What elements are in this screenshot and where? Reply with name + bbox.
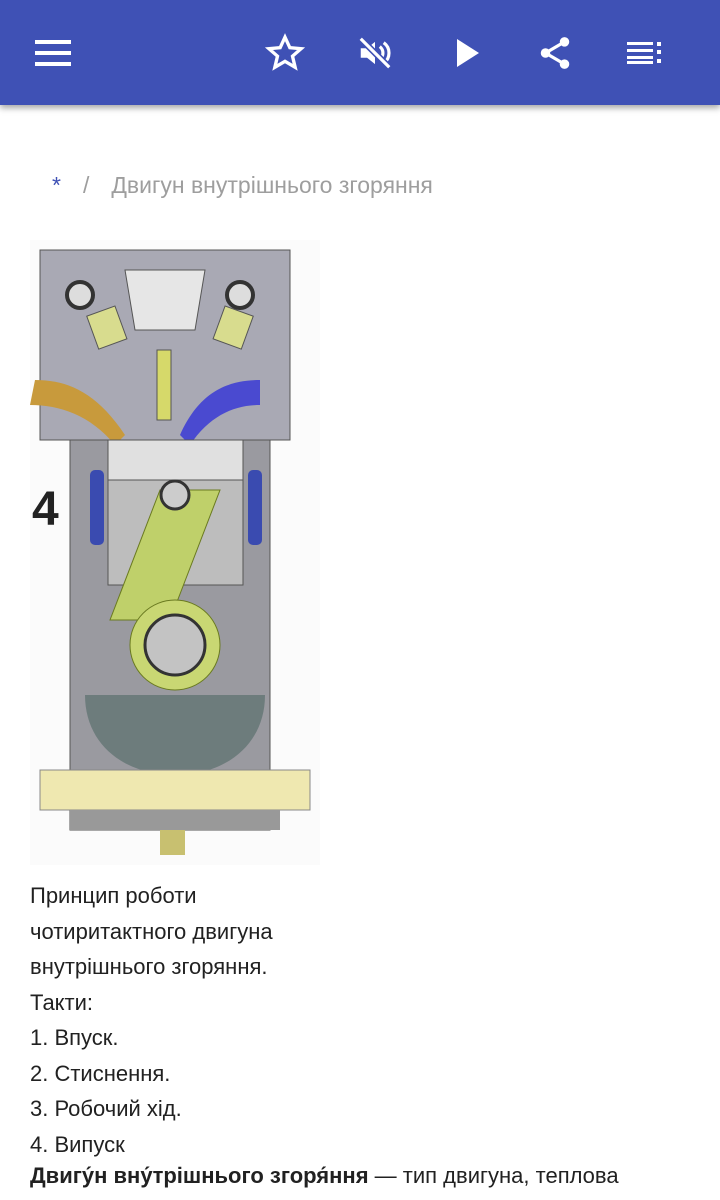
caption-line: внутрішнього згоряння. [30,954,268,979]
menu-icon[interactable] [28,28,78,78]
engine-animation-image: 4 [30,240,320,865]
share-icon[interactable] [530,28,580,78]
volume-off-icon[interactable] [350,28,400,78]
caption-line: 2. Стиснення. [30,1060,171,1086]
caption-line: 3. Робочий хід. [30,1096,182,1121]
article-term: Двигу́н вну́трішнього згоря́ння [30,1163,369,1188]
stroke-number: 4 [32,483,59,536]
caption-line: 4. Випуск [30,1131,125,1157]
caption-line: Такти: [30,989,94,1015]
breadcrumb: * / Двигун внутрішнього згоряння [52,172,433,199]
play-icon[interactable] [442,28,492,78]
playlist-icon[interactable] [620,28,670,78]
caption-line: Принцип роботи [30,883,197,908]
caption-line: 1. Впуск. [30,1025,119,1050]
image-caption: Принцип роботи чотиритактного двигуна вн… [30,878,273,1162]
article-paragraph: Двигу́н вну́трішнього згоря́ння — тип дв… [30,1163,619,1189]
breadcrumb-separator: / [82,172,90,198]
breadcrumb-home-link[interactable]: * [52,172,61,198]
breadcrumb-current: Двигун внутрішнього згоряння [111,172,433,198]
article-text: — тип двигуна, теплова [368,1163,619,1188]
star-icon[interactable] [260,28,310,78]
caption-line: чотиритактного двигуна [30,918,273,944]
app-bar [0,0,720,105]
